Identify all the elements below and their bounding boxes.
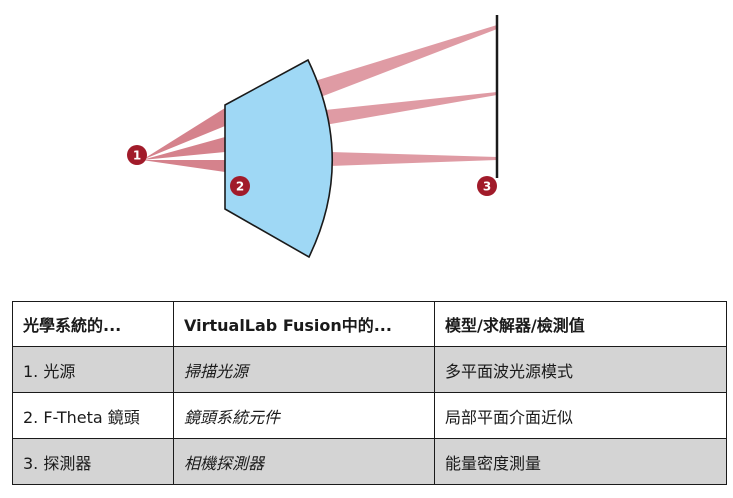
- marker-1: 1: [127, 145, 147, 165]
- row1-optical-system: 1. 光源: [12, 346, 174, 393]
- row2-virtuallab: 鏡頭系統元件: [173, 392, 435, 439]
- row1-virtuallab: 掃描光源: [173, 346, 435, 393]
- incoming-beam-lower: [142, 160, 225, 172]
- table-header-row: 光學系統的... VirtualLab Fusion中的... 模型/求解器/檢…: [12, 301, 727, 347]
- row1-model: 多平面波光源模式: [434, 346, 727, 393]
- marker-2-label: 2: [236, 180, 244, 194]
- marker-2: 2: [230, 176, 250, 196]
- header-virtuallab: VirtualLab Fusion中的...: [173, 301, 435, 347]
- row2-optical-system: 2. F-Theta 鏡頭: [12, 392, 174, 439]
- marker-1-label: 1: [133, 149, 141, 163]
- header-model: 模型/求解器/檢測值: [434, 301, 727, 347]
- incoming-beams: [142, 108, 225, 172]
- marker-3-label: 3: [483, 180, 491, 194]
- header-optical-system: 光學系統的...: [12, 301, 174, 347]
- row3-optical-system: 3. 探測器: [12, 438, 174, 485]
- incoming-beam-upper: [142, 108, 225, 160]
- f-theta-lens: [224, 58, 333, 259]
- marker-3: 3: [477, 176, 497, 196]
- outgoing-beams: [318, 25, 497, 166]
- row3-model: 能量密度測量: [434, 438, 727, 485]
- table-row: 2. F-Theta 鏡頭 鏡頭系統元件 局部平面介面近似: [12, 392, 727, 439]
- row3-virtuallab: 相機探測器: [173, 438, 435, 485]
- outgoing-beam-upper: [318, 25, 497, 98]
- incoming-beam-middle: [142, 137, 225, 160]
- row2-model: 局部平面介面近似: [434, 392, 727, 439]
- outgoing-beam-middle: [325, 92, 497, 125]
- table-row: 3. 探測器 相機探測器 能量密度測量: [12, 438, 727, 485]
- optical-system-diagram: 1 2 3: [127, 15, 499, 259]
- mapping-table: 光學系統的... VirtualLab Fusion中的... 模型/求解器/檢…: [12, 301, 727, 485]
- outgoing-beam-lower: [330, 152, 497, 166]
- table-row: 1. 光源 掃描光源 多平面波光源模式: [12, 346, 727, 393]
